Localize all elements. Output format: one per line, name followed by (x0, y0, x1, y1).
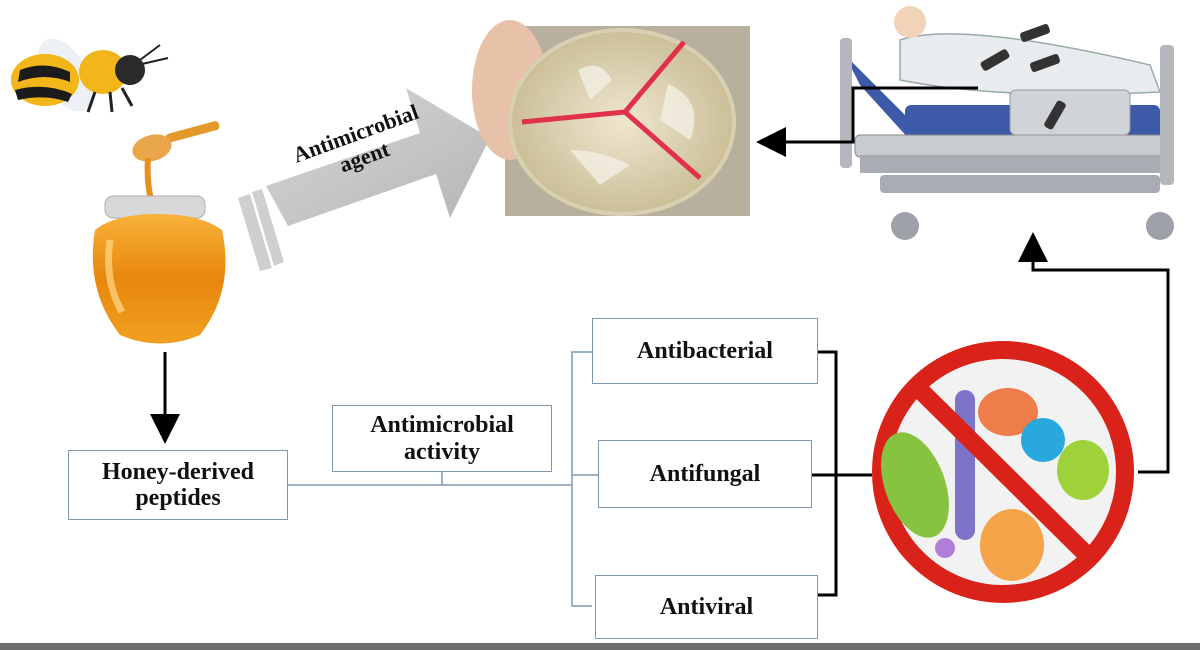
antifungal-box: Antifungal (598, 440, 812, 508)
activity-box-line1: Antimicrobial (370, 412, 514, 439)
antibacterial-label: Antibacterial (637, 337, 773, 364)
antimicrobial-activity-box: Antimicrobial activity (332, 405, 552, 472)
antifungal-label: Antifungal (649, 460, 761, 487)
honey-box-line1: Honey-derived (102, 458, 254, 485)
hospital-bed-patient-icon (840, 6, 1174, 240)
honey-box-line2: peptides (135, 485, 221, 511)
honey-derived-peptides-box: Honey-derived peptides (68, 450, 288, 520)
petri-dish-image (472, 20, 750, 216)
honey-jar-icon (92, 195, 226, 344)
antibacterial-box: Antibacterial (592, 318, 818, 384)
antiviral-box: Antiviral (595, 575, 818, 639)
no-microbes-sign-icon (872, 341, 1134, 603)
antiviral-label: Antiviral (659, 593, 754, 620)
connector-lines (150, 86, 1170, 607)
antimicrobial-agent-arrow (238, 88, 490, 271)
activity-box-line2: activity (404, 438, 480, 465)
bee-icon (11, 38, 169, 113)
bottom-border-bar (0, 643, 1200, 650)
